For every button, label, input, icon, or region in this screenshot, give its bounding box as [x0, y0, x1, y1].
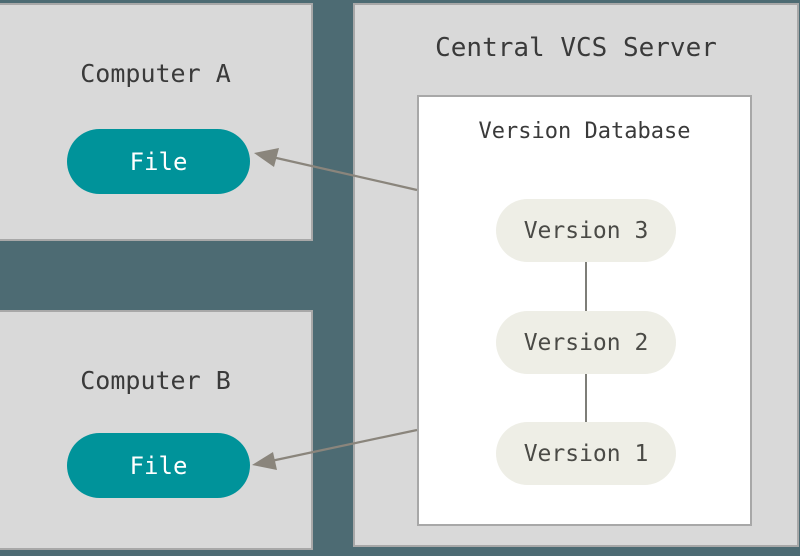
connector-version-3-to-2	[585, 262, 587, 311]
computer-b-title: Computer B	[80, 366, 231, 395]
version-database-title: Version Database	[478, 119, 691, 144]
computer-a-title: Computer A	[80, 59, 231, 88]
computer-a-file-node[interactable]: File	[67, 129, 250, 194]
version-1-label: Version 1	[523, 440, 649, 467]
computer-b-file-label: File	[129, 451, 188, 480]
computer-b-file-node[interactable]: File	[67, 433, 250, 498]
version-1-node[interactable]: Version 1	[496, 422, 676, 485]
computer-a-file-label: File	[129, 147, 188, 176]
version-2-label: Version 2	[523, 329, 649, 356]
computer-a-panel: Computer A File	[0, 3, 313, 241]
version-database-box: Version Database Version 3 Version 2 Ver…	[417, 95, 752, 526]
version-3-label: Version 3	[523, 217, 649, 244]
version-3-node[interactable]: Version 3	[496, 199, 676, 262]
central-vcs-server-title: Central VCS Server	[435, 33, 717, 63]
version-2-node[interactable]: Version 2	[496, 311, 676, 374]
computer-b-panel: Computer B File	[0, 310, 313, 550]
central-vcs-server-panel: Central VCS Server Version Database Vers…	[353, 3, 799, 547]
connector-version-2-to-1	[585, 374, 587, 422]
